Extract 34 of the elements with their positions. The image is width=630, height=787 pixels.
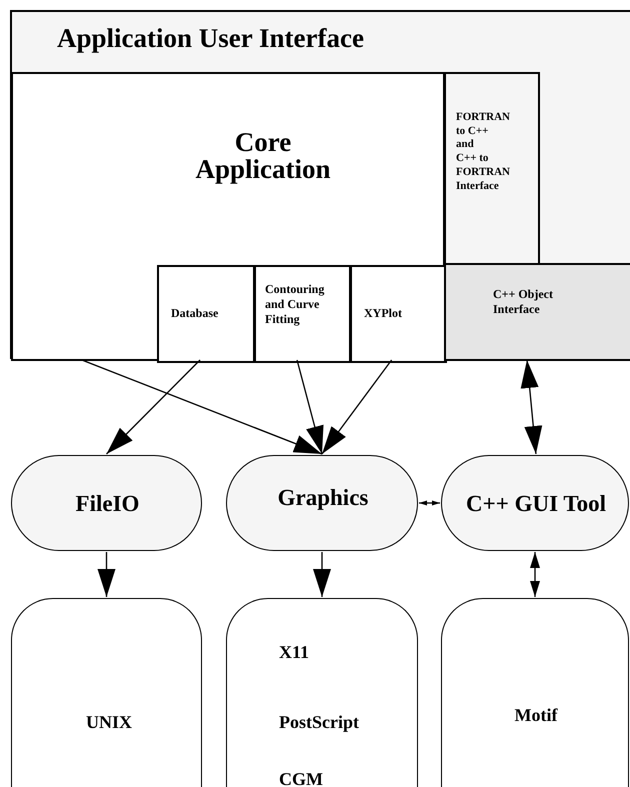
module-box (254, 265, 351, 363)
platform-box (441, 598, 629, 787)
node-label: and (456, 138, 474, 152)
arrow (106, 360, 200, 454)
module-box (350, 265, 447, 363)
node-label: Graphics (276, 486, 370, 509)
node-label: Database (171, 306, 218, 321)
node-label: CGM (279, 770, 323, 787)
node-label: XYPlot (364, 306, 402, 321)
core-panel (11, 72, 445, 361)
node-label: C++ Object Interface (493, 287, 554, 317)
node-label: Core Application (194, 129, 332, 183)
node-label: Motif (514, 706, 559, 724)
node-label: UNIX (86, 713, 132, 731)
node-label: FileIO (74, 492, 140, 515)
arrow (82, 359, 322, 455)
node-label: X11 (279, 643, 310, 661)
node-label: C++ to FORTRAN Interface (456, 152, 512, 194)
platform-box (11, 598, 202, 787)
arrow (520, 360, 542, 454)
node-label: PostScript (279, 713, 359, 731)
platform-box (226, 598, 418, 787)
arrow (321, 360, 392, 454)
interface-panel (444, 72, 540, 265)
arrow (98, 552, 116, 597)
arrow (419, 500, 440, 506)
panel-title: Application User Interface (57, 25, 364, 52)
arrow (296, 360, 324, 454)
interface-panel (444, 263, 630, 361)
arrow (530, 552, 540, 597)
node-label: Contouring and Curve Fitting (265, 282, 326, 327)
module-box (157, 265, 255, 363)
node-label: C++ GUI Tool (465, 492, 607, 515)
arrow (313, 552, 331, 597)
